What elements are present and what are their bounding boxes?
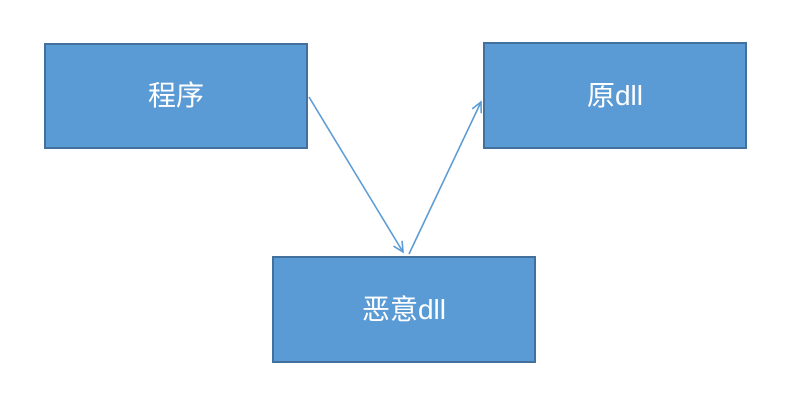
node-malicious-dll: 恶意dll (272, 256, 536, 363)
node-program-label: 程序 (147, 80, 204, 111)
edge-program-to-malicious-dll (308, 96, 404, 254)
node-malicious-dll-label: 恶意dll (361, 293, 446, 325)
node-original-dll: 原dll (483, 42, 747, 149)
node-program: 程序 (44, 43, 308, 149)
node-original-dll-label: 原dll (586, 79, 643, 111)
edge-malicious-dll-to-original-dll (408, 100, 483, 255)
